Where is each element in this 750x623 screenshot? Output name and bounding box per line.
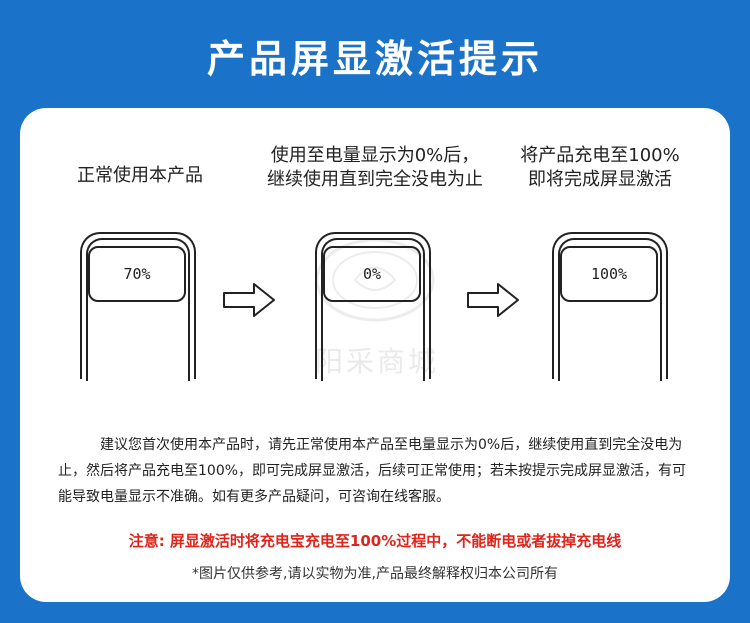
- display-screen-3: 100%: [560, 246, 658, 302]
- step-2-label-line2: 继续使用直到完全没电为止: [267, 169, 483, 190]
- watermark-logo-icon: [315, 238, 435, 322]
- step-1-label: 正常使用本产品: [40, 164, 240, 188]
- info-card: [20, 108, 730, 602]
- instruction-paragraph: 建议您首次使用本产品时，请先正常使用本产品至电量显示为0%后，继续使用直到完全没…: [58, 437, 687, 505]
- disclaimer-text: *图片仅供参考,请以实物为准,产品最终解释权归本公司所有: [192, 566, 558, 582]
- step-2-label-line1: 使用至电量显示为0%后，: [270, 145, 480, 166]
- display-screen-2: 0%: [323, 246, 421, 302]
- power-bank-1: 70%: [80, 232, 196, 381]
- power-bank-1-inner: [86, 238, 190, 381]
- power-bank-2: 0%: [315, 232, 431, 381]
- arrow-right-icon: [467, 283, 519, 317]
- display-screen-1: 70%: [88, 246, 186, 302]
- power-bank-2-inner: [321, 238, 425, 381]
- step-3-label: 将产品充电至100% 即将完成屏显激活: [495, 144, 705, 192]
- step-3-label-line1: 将产品充电至100%: [520, 145, 680, 166]
- step-2-label: 使用至电量显示为0%后， 继续使用直到完全没电为止: [255, 144, 495, 192]
- step-1-label-line1: 正常使用本产品: [77, 165, 203, 186]
- power-bank-3-inner: [558, 238, 662, 381]
- page-title: 产品屏显激活提示: [206, 37, 543, 81]
- arrow-right-icon: [223, 283, 275, 317]
- warning-notice: 注意: 屏显激活时将充电宝充电至100%过程中，不能断电或者拔掉充电线: [128, 532, 622, 550]
- step-3-label-line2: 即将完成屏显激活: [528, 169, 672, 190]
- power-bank-3: 100%: [552, 232, 668, 381]
